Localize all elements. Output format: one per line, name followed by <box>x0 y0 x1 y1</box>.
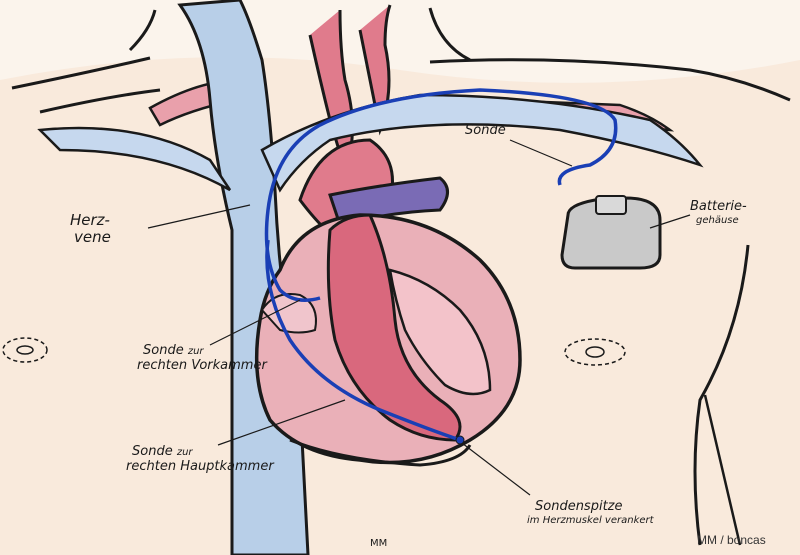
leader-herzvene <box>147 204 251 229</box>
right-ribcage-inner-line <box>703 394 742 546</box>
label-sonde: Sonde <box>465 123 506 138</box>
label-herzvene-line2: vene <box>74 228 111 247</box>
label-herzvene: Herz- vene <box>70 211 111 247</box>
left-clavicle-line <box>39 88 161 114</box>
artist-signature: MM <box>370 538 388 549</box>
neck-right-line <box>428 7 471 62</box>
label-vorkammer-zur: zur <box>187 346 204 357</box>
label-batterie: Batterie- gehäuse <box>690 199 747 226</box>
heart-base-line <box>289 438 472 467</box>
neck-left-line <box>128 9 157 52</box>
label-hauptkammer-line2: rechten Hauptkammer <box>126 458 274 474</box>
right-ribcage-line <box>693 244 750 546</box>
label-herzvene-line1: Herz- <box>70 211 110 229</box>
leader-sondenspitze <box>457 439 531 496</box>
leader-batterie <box>649 214 691 229</box>
label-vorkammer-line1: Sonde zur <box>143 343 267 359</box>
left-shoulder-line <box>11 56 151 90</box>
label-sondenspitze: Sondenspitze im Herzmuskel verankert <box>527 499 654 526</box>
pacemaker-battery-housing <box>560 196 662 270</box>
label-vorkammer-line2: rechten Vorkammer <box>137 357 267 373</box>
image-credit: MM / boncas <box>697 533 766 547</box>
right-shoulder-line <box>429 58 791 102</box>
label-hauptkammer-sonde: Sonde <box>132 444 173 459</box>
left-nipple <box>2 337 48 363</box>
label-sondenspitze-line1: Sondenspitze <box>535 499 623 514</box>
leader-hauptkammer <box>217 399 346 446</box>
pacemaker-header <box>595 195 627 215</box>
label-vorkammer: Sonde zur rechten Vorkammer <box>137 343 267 374</box>
label-vorkammer-sonde: Sonde <box>143 343 184 358</box>
right-nipple <box>564 338 626 366</box>
pacemaker-lead-atrial <box>264 88 618 302</box>
lead-tip-marker <box>455 435 465 445</box>
leader-vorkammer <box>209 299 301 346</box>
right-ventricle <box>326 213 462 442</box>
left-ventricle <box>388 268 492 396</box>
label-batterie-line2: gehäuse <box>696 214 739 226</box>
label-batterie-line1: Batterie- <box>690 199 747 214</box>
label-hauptkammer-zur: zur <box>176 447 193 458</box>
pacemaker-lead-ventricular <box>265 239 461 442</box>
leader-sonde <box>509 139 573 167</box>
label-hauptkammer-line1: Sonde zur <box>132 444 274 460</box>
left-brachiocephalic-vein <box>37 126 232 192</box>
label-sondenspitze-line2: im Herzmuskel verankert <box>527 514 654 526</box>
label-hauptkammer: Sonde zur rechten Hauptkammer <box>126 444 274 475</box>
